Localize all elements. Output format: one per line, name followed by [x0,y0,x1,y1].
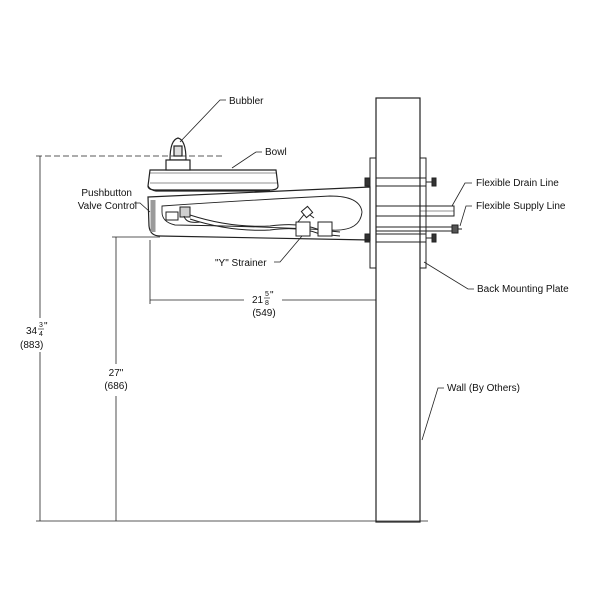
projection-unit: " [270,290,274,301]
bowl-label: Bowl [265,147,287,158]
overall-height-whole: 34 [26,326,38,337]
pushbutton-label-line2: Valve Control [78,201,137,212]
rim-height-dimension: 27" (686) [104,368,127,392]
leader-lines [134,99,474,441]
pushbutton-label-line1: Pushbutton [81,188,132,199]
projection-numerator: 5 [265,291,269,298]
projection-denominator: 8 [265,300,269,307]
overall-height-unit: " [44,321,48,332]
flexible-drain-line-label: Flexible Drain Line [476,178,559,189]
back-mounting-plate-label: Back Mounting Plate [477,284,569,295]
projection-dimension: 21 5 8 " (549) [252,290,276,319]
bubbler [165,137,191,171]
flexible-supply-line-label: Flexible Supply Line [476,201,566,212]
overall-height-metric: (883) [20,340,43,351]
flexible-drain-line [375,205,455,217]
bowl [147,169,279,192]
y-strainer [295,205,333,237]
back-mounting-plate [364,157,437,269]
overall-height-denominator: 4 [39,331,43,338]
y-strainer-label: "Y" Strainer [215,258,267,269]
dimension-lines [36,155,428,522]
rim-height-metric: (686) [104,381,127,392]
projection-metric: (549) [252,308,275,319]
projection-whole: 21 [252,295,264,306]
flexible-supply-line [376,224,462,234]
pushbutton-valve [165,206,201,223]
wall-label: Wall (By Others) [447,383,520,394]
rim-height-text: 27" [109,368,124,379]
overall-height-numerator: 3 [39,322,43,329]
overall-height-dimension: 34 3 4 " (883) [20,321,48,351]
bubbler-label: Bubbler [229,96,264,107]
wall [375,97,421,523]
